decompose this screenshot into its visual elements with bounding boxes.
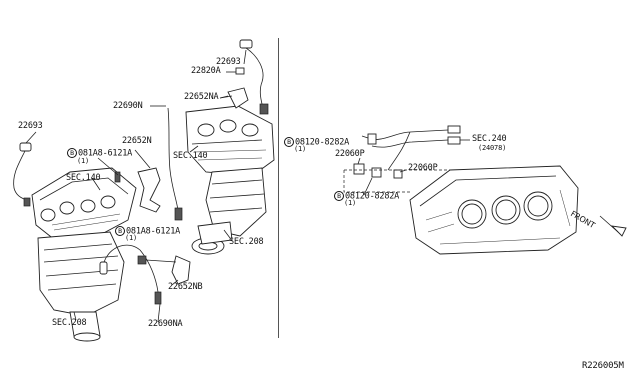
label-22820a: 22820A <box>191 66 221 76</box>
label-08120-bot-qty: (1) <box>344 199 357 207</box>
label-sec208-mid: SEC.208 <box>229 237 264 247</box>
label-22060p-b: 22060P <box>408 163 438 173</box>
label-sec240-ref: (24078) <box>478 144 507 152</box>
label-22060p-a: 22060P <box>335 149 365 159</box>
bolt-symbol-icon: B <box>284 137 294 147</box>
label-081a8-left-qty: (1) <box>77 157 90 165</box>
label-22690n: 22690N <box>113 101 143 111</box>
label-sec140-mid: SEC.140 <box>173 151 208 161</box>
label-22693-left: 22693 <box>18 121 43 131</box>
label-22652n: 22652N <box>122 136 152 146</box>
label-22652nb: 22652NB <box>168 282 203 292</box>
label-sec240: SEC.240 <box>472 134 507 144</box>
bolt-symbol-icon: B <box>115 226 125 236</box>
diagram-ref-code: R226005M <box>582 361 624 371</box>
label-sec140-left: SEC.140 <box>66 173 101 183</box>
right-exhaust-manifold <box>137 39 275 286</box>
label-22693-top: 22693 <box>216 57 241 67</box>
bolt-symbol-icon: B <box>334 191 344 201</box>
label-08120-top-qty: (1) <box>294 145 307 153</box>
label-22690na: 22690NA <box>148 319 183 329</box>
left-exhaust-manifold <box>13 131 162 342</box>
section-divider <box>278 38 279 338</box>
label-22652na: 22652NA <box>184 92 219 102</box>
bolt-symbol-icon: B <box>67 148 77 158</box>
engine-block-sensors <box>343 125 627 255</box>
label-sec208-left: SEC.208 <box>52 318 87 328</box>
label-081a8-mid-qty: (1) <box>125 234 138 242</box>
